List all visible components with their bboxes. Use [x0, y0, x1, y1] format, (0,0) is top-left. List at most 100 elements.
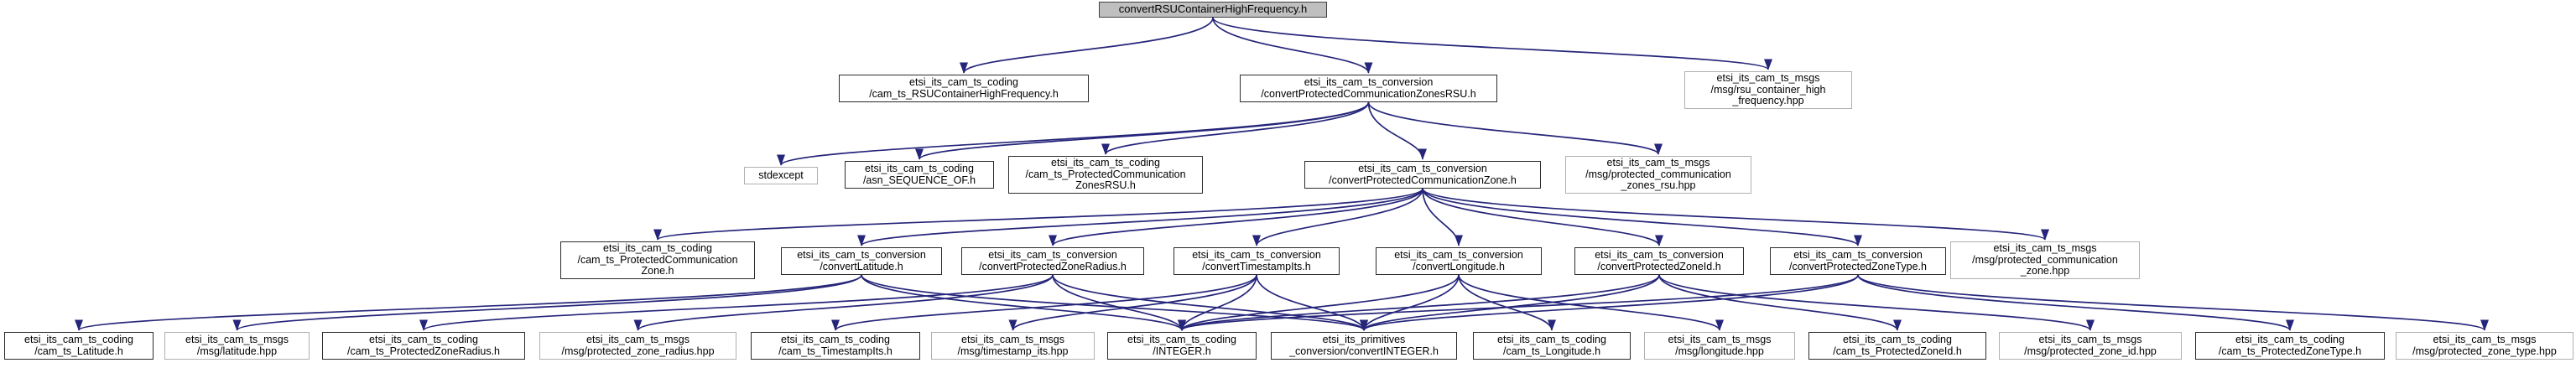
node-label: etsi_its_cam_ts_coding /cam_ts_Protected…	[1025, 157, 1186, 192]
graph-node-msgpzradius[interactable]: etsi_its_cam_ts_msgs /msg/protected_zone…	[539, 332, 736, 360]
graph-edge	[915, 101, 1370, 160]
graph-edge	[1422, 188, 2049, 241]
node-label: convertRSUContainerHighFrequency.h	[1118, 3, 1308, 16]
node-label: etsi_its_cam_ts_conversion /convertLatit…	[797, 249, 926, 272]
graph-edge	[1360, 274, 1859, 331]
graph-node-convlat[interactable]: etsi_its_cam_ts_conversion /convertLatit…	[781, 247, 942, 275]
graph-node-convlon[interactable]: etsi_its_cam_ts_conversion /convertLongi…	[1376, 247, 1542, 275]
graph-edge	[1178, 274, 1859, 331]
graph-edge	[1052, 274, 1187, 331]
node-label: etsi_its_cam_ts_coding /cam_ts_Protected…	[346, 334, 501, 357]
graph-node-msglon[interactable]: etsi_its_cam_ts_msgs /msg/longitude.hpp	[1644, 332, 1795, 360]
graph-node-asnseqof[interactable]: etsi_its_cam_ts_coding /asn_SEQUENCE_OF.…	[845, 161, 994, 189]
node-label: stdexcept	[758, 168, 804, 181]
graph-edge	[1360, 274, 1660, 331]
node-label: etsi_its_cam_ts_coding /cam_ts_Protected…	[1833, 334, 1962, 357]
graph-node-msgprotzone[interactable]: etsi_its_cam_ts_msgs /msg/protected_comm…	[1950, 241, 2140, 279]
node-label: etsi_its_cam_ts_conversion /convertLongi…	[1394, 249, 1523, 272]
node-label: etsi_its_cam_ts_coding /cam_ts_Latitude.…	[24, 334, 133, 357]
graph-edge	[861, 274, 1186, 331]
graph-node-codeinteger[interactable]: etsi_its_cam_ts_coding /INTEGER.h	[1107, 332, 1257, 360]
node-label: etsi_its_cam_ts_msgs /msg/protected_comm…	[1972, 242, 2118, 277]
graph-edge	[1008, 274, 1257, 331]
graph-root-node[interactable]: convertRSUContainerHighFrequency.h	[1099, 2, 1327, 18]
graph-edge	[1367, 101, 1428, 160]
graph-edge	[1178, 274, 1660, 331]
node-label: etsi_its_cam_ts_coding /cam_ts_Protected…	[577, 242, 738, 277]
graph-edge	[960, 17, 1214, 74]
graph-edge	[1177, 274, 1257, 331]
graph-edge	[1658, 274, 1902, 331]
graph-edge	[1212, 17, 1373, 74]
graph-edge	[1422, 188, 1464, 246]
graph-node-msgrsuhf[interactable]: etsi_its_cam_ts_msgs /msg/rsu_container_…	[1684, 71, 1852, 109]
graph-node-codepzid[interactable]: etsi_its_cam_ts_coding /cam_ts_Protected…	[1808, 332, 1986, 360]
node-label: etsi_its_cam_ts_conversion /convertProte…	[1329, 163, 1517, 186]
node-label: etsi_its_cam_ts_coding /INTEGER.h	[1127, 334, 1236, 357]
graph-node-msglat[interactable]: etsi_its_cam_ts_msgs /msg/latitude.hpp	[164, 332, 310, 360]
node-label: etsi_its_cam_ts_msgs /msg/protected_zone…	[2412, 334, 2557, 357]
graph-edge	[1212, 17, 1772, 70]
node-label: etsi_its_cam_ts_conversion /convertTimes…	[1192, 249, 1321, 272]
graph-node-codeprotzone[interactable]: etsi_its_cam_ts_coding /cam_ts_Protected…	[560, 241, 755, 279]
graph-edge	[1256, 274, 1369, 331]
graph-edge	[75, 274, 862, 331]
graph-node-msgpztype[interactable]: etsi_its_cam_ts_msgs /msg/protected_zone…	[2396, 332, 2573, 360]
node-label: etsi_its_cam_ts_msgs /msg/rsu_container_…	[1710, 72, 1826, 107]
graph-edge	[1359, 274, 1460, 331]
graph-edge	[1049, 188, 1423, 246]
graph-edge	[857, 188, 1423, 246]
node-label: etsi_its_cam_ts_coding /asn_SEQUENCE_OF.…	[862, 163, 976, 186]
graph-node-msgprotzrsu[interactable]: etsi_its_cam_ts_msgs /msg/protected_comm…	[1565, 156, 1751, 194]
node-label: etsi_its_cam_ts_coding /cam_ts_RSUContai…	[869, 76, 1059, 100]
node-label: etsi_its_cam_ts_msgs /msg/protected_comm…	[1585, 157, 1731, 192]
node-label: etsi_its_cam_ts_conversion /convertProte…	[979, 249, 1127, 272]
graph-node-stdexcept[interactable]: stdexcept	[744, 167, 818, 184]
graph-node-codeprotzrsu[interactable]: etsi_its_cam_ts_coding /cam_ts_Protected…	[1008, 156, 1203, 194]
graph-edge	[1052, 274, 1368, 331]
graph-edge	[1658, 274, 2095, 331]
graph-edge	[1252, 188, 1423, 246]
graph-node-codepzradius[interactable]: etsi_its_cam_ts_coding /cam_ts_Protected…	[322, 332, 525, 360]
graph-node-convpztype[interactable]: etsi_its_cam_ts_conversion /convertProte…	[1770, 247, 1946, 275]
graph-edge	[1857, 274, 2294, 331]
graph-edge	[1458, 274, 1557, 331]
node-label: etsi_its_cam_ts_msgs /msg/timestamp_its.…	[957, 334, 1069, 357]
graph-node-convpzid[interactable]: etsi_its_cam_ts_conversion /convertProte…	[1574, 247, 1744, 275]
graph-node-codelon[interactable]: etsi_its_cam_ts_coding /cam_ts_Longitude…	[1473, 332, 1631, 360]
node-label: etsi_its_cam_ts_msgs /msg/longitude.hpp	[1668, 334, 1772, 357]
graph-node-msgtsits[interactable]: etsi_its_cam_ts_msgs /msg/timestamp_its.…	[931, 332, 1095, 360]
node-label: etsi_its_cam_ts_msgs /msg/protected_zone…	[561, 334, 715, 357]
node-label: etsi_its_cam_ts_coding /cam_ts_Longitude…	[1497, 334, 1606, 357]
graph-edge	[1101, 101, 1370, 155]
node-label: etsi_its_primitives _conversion/convertI…	[1289, 334, 1439, 357]
graph-node-codetsits[interactable]: etsi_its_cam_ts_coding /cam_ts_Timestamp…	[751, 332, 920, 360]
graph-node-msgpzid[interactable]: etsi_its_cam_ts_msgs /msg/protected_zone…	[1999, 332, 2182, 360]
graph-node-codepztype[interactable]: etsi_its_cam_ts_coding /cam_ts_Protected…	[2195, 332, 2385, 360]
node-label: etsi_its_cam_ts_msgs /msg/protected_zone…	[2024, 334, 2157, 357]
graph-node-primconvinteger[interactable]: etsi_its_primitives _conversion/convertI…	[1271, 332, 1457, 360]
graph-node-convprotzone[interactable]: etsi_its_cam_ts_conversion /convertProte…	[1304, 161, 1541, 189]
node-label: etsi_its_cam_ts_conversion /convertProte…	[1789, 249, 1927, 272]
graph-node-convtsits[interactable]: etsi_its_cam_ts_conversion /convertTimes…	[1174, 247, 1340, 275]
graph-node-camcoderhf[interactable]: etsi_its_cam_ts_coding /cam_ts_RSUContai…	[839, 75, 1089, 102]
graph-edge	[653, 188, 1423, 241]
node-label: etsi_its_cam_ts_conversion /convertProte…	[1261, 76, 1476, 100]
graph-node-codelat[interactable]: etsi_its_cam_ts_coding /cam_ts_Latitude.…	[4, 332, 154, 360]
graph-edge	[1422, 188, 1663, 246]
node-label: etsi_its_cam_ts_coding /cam_ts_Timestamp…	[778, 334, 892, 357]
graph-edge	[1178, 274, 1460, 331]
graph-node-convpzradius[interactable]: etsi_its_cam_ts_conversion /convertProte…	[961, 247, 1144, 275]
graph-node-convprotzrsu[interactable]: etsi_its_cam_ts_conversion /convertProte…	[1240, 75, 1497, 102]
graph-edge	[1857, 274, 2489, 331]
node-label: etsi_its_cam_ts_coding /cam_ts_Protected…	[2218, 334, 2362, 357]
node-label: etsi_its_cam_ts_msgs /msg/latitude.hpp	[185, 334, 289, 357]
graph-edge	[232, 274, 862, 331]
graph-edge	[1367, 101, 1663, 155]
graph-edge	[1458, 274, 1724, 331]
graph-edge	[419, 274, 1054, 331]
graph-edge	[831, 274, 1257, 331]
graph-edge	[633, 274, 1054, 331]
